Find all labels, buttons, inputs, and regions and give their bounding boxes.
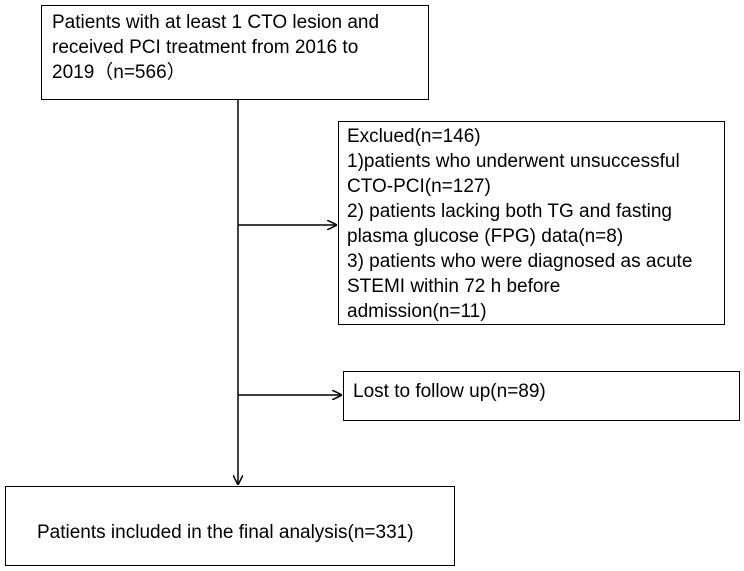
excluded-line-7: STEMI within 72 h before — [347, 276, 561, 297]
excluded-line-5: plasma glucose (FPG) data(n=8) — [347, 226, 624, 247]
excluded-line-6: 3) patients who were diagnosed as acute — [347, 251, 693, 272]
final-analysis-box: Patients included in the final analysis(… — [5, 486, 455, 566]
lost-to-followup-box: Lost to follow up(n=89) — [343, 371, 740, 421]
enrolled-line-1: Patients with at least 1 CTO lesion and — [52, 12, 380, 33]
excluded-patients-box: Exclued(n=146) 1)patients who underwent … — [338, 121, 725, 325]
enrolled-line-2: received PCI treatment from 2016 to — [52, 37, 359, 58]
enrolled-line-3: 2019（n=566） — [52, 62, 186, 83]
excluded-line-3: CTO-PCI(n=127) — [347, 176, 491, 197]
enrolled-patients-box: Patients with at least 1 CTO lesion and … — [41, 5, 429, 100]
excluded-line-4: 2) patients lacking both TG and fasting — [347, 201, 672, 222]
excluded-line-1: Exclued(n=146) — [347, 126, 481, 147]
excluded-line-2: 1)patients who underwent unsuccessful — [347, 151, 680, 172]
lost-line-1: Lost to follow up(n=89) — [353, 381, 546, 402]
excluded-line-8: admission(n=11) — [347, 301, 487, 322]
final-line-1: Patients included in the final analysis(… — [37, 522, 414, 543]
